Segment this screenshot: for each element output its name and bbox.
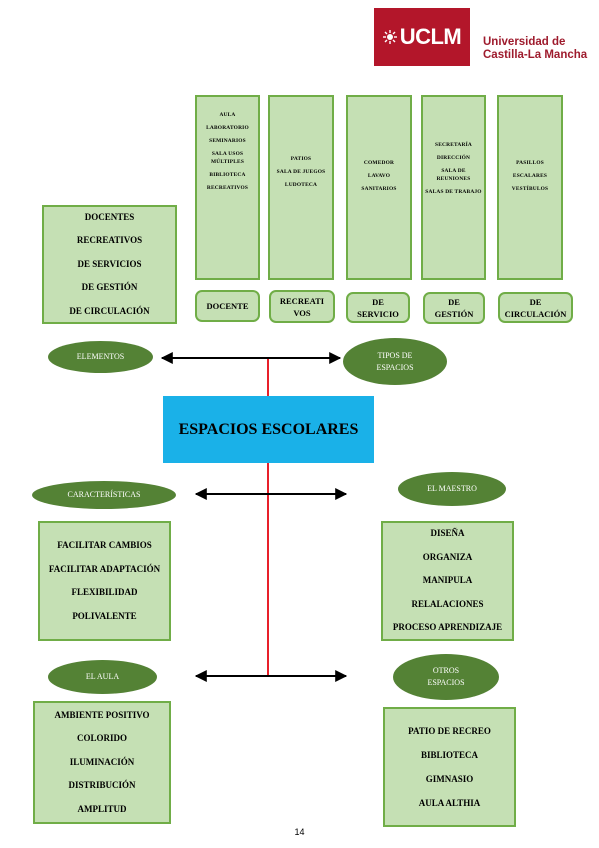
column-item: ESCALARES <box>512 173 548 179</box>
column-gestion: SECRETARÍA DIRECCIÓN SALA DE REUNIONES S… <box>421 95 486 280</box>
ellipse-el-maestro: EL MAESTRO <box>398 472 506 506</box>
column-docente: AULA LABORATORIO SEMINARIOS SALA USOS MÚ… <box>195 95 260 280</box>
list-item: ORGANIZA <box>422 551 473 562</box>
column-circulacion: PASILLOS ESCALARES VESTÍBULOS <box>497 95 563 280</box>
list-item: DE GESTIÓN <box>81 282 138 293</box>
column-recreativos: PATIOS SALA DE JUEGOS LUDOTECA <box>268 95 334 280</box>
university-name: Universidad de Castilla-La Mancha <box>483 36 588 61</box>
maestro-list: DISEÑA ORGANIZA MANIPULA RELALACIONES PR… <box>381 521 514 641</box>
ellipse-tipos-espacios: TIPOS DE ESPACIOS <box>343 338 447 385</box>
uclm-logo: UCLM <box>374 8 470 66</box>
list-item: RELALACIONES <box>411 598 484 609</box>
type-label-circulacion: DE CIRCULACIÓN <box>498 292 573 323</box>
list-item: DE SERVICIOS <box>77 258 142 269</box>
list-item: FLEXIBILIDAD <box>71 587 138 597</box>
column-item: RECREATIVOS <box>206 185 249 191</box>
column-item: SALA USOS MÚLTIPLES <box>210 151 245 165</box>
column-item: LAVAVO <box>367 173 391 179</box>
column-item: PATIOS <box>290 156 312 162</box>
aula-list: AMBIENTE POSITIVO COLORIDO ILUMINACIÓN D… <box>33 701 171 824</box>
column-item: VESTÍBULOS <box>511 186 549 192</box>
list-item: POLIVALENTE <box>72 610 137 621</box>
list-item: PATIO DE RECREO <box>408 726 491 736</box>
column-item: AULA <box>219 112 236 118</box>
type-label-docente: DOCENTE <box>195 290 260 322</box>
column-item: SALAS DE TRABAJO <box>425 189 482 195</box>
ellipse-elementos: ELEMENTOS <box>48 341 153 373</box>
column-item: SECRETARÍA <box>435 142 472 148</box>
column-item: BIBLIOTECA <box>209 172 246 178</box>
ellipse-caracteristicas: CARACTERÍSTICAS <box>32 481 176 509</box>
list-item: FACILITAR CAMBIOS <box>57 540 152 550</box>
column-item: PASILLOS <box>516 160 544 166</box>
caracteristicas-list: FACILITAR CAMBIOS FACILITAR ADAPTACIÓN F… <box>38 521 171 641</box>
list-item: PROCESO APRENDIZAJE <box>392 622 503 633</box>
list-item: AMPLITUD <box>77 803 127 814</box>
type-label-recreativos: RECREATI VOS <box>269 290 335 323</box>
column-item: SANITARIOS <box>361 186 397 192</box>
list-item: MANIPULA <box>422 575 473 586</box>
type-label-servicio: DE SERVICIO <box>346 292 410 323</box>
list-item: BIBLIOTECA <box>420 750 479 760</box>
column-item: DIRECCIÓN <box>436 155 471 161</box>
list-item: DOCENTES <box>84 211 135 222</box>
page-number: 14 <box>294 827 305 837</box>
column-item: SALA DE JUEGOS <box>276 169 326 175</box>
list-item: FACILITAR ADAPTACIÓN <box>48 563 161 574</box>
list-item: DISTRIBUCIÓN <box>68 780 136 791</box>
column-servicio: COMEDOR LAVAVO SANITARIOS <box>346 95 412 280</box>
ellipse-otros-espacios: OTROS ESPACIOS <box>393 654 499 700</box>
elementos-list: DOCENTES RECREATIVOS DE SERVICIOS DE GES… <box>42 205 177 324</box>
column-item: LABORATORIO <box>206 125 249 131</box>
column-item: LUDOTECA <box>284 182 318 188</box>
sun-emblem-icon <box>382 30 397 44</box>
list-item: AULA ALTHIA <box>418 798 481 808</box>
column-item: COMEDOR <box>363 160 395 166</box>
list-item: DE CIRCULACIÓN <box>69 305 150 316</box>
list-item: ILUMINACIÓN <box>69 756 135 767</box>
list-item: RECREATIVOS <box>76 235 143 246</box>
list-item: AMBIENTE POSITIVO <box>54 709 150 720</box>
column-item: SEMINARIOS <box>209 138 246 144</box>
center-title: ESPACIOS ESCOLARES <box>163 396 374 463</box>
list-item: DISEÑA <box>430 528 465 539</box>
ellipse-el-aula: EL AULA <box>48 660 157 694</box>
otros-espacios-list: PATIO DE RECREO BIBLIOTECA GIMNASIO AULA… <box>383 707 516 827</box>
list-item: COLORIDO <box>76 733 127 744</box>
list-item: GIMNASIO <box>425 774 474 784</box>
logo-text: UCLM <box>399 24 462 49</box>
type-label-gestion: DE GESTIÓN <box>423 292 485 324</box>
column-item: SALA DE REUNIONES <box>436 168 471 182</box>
